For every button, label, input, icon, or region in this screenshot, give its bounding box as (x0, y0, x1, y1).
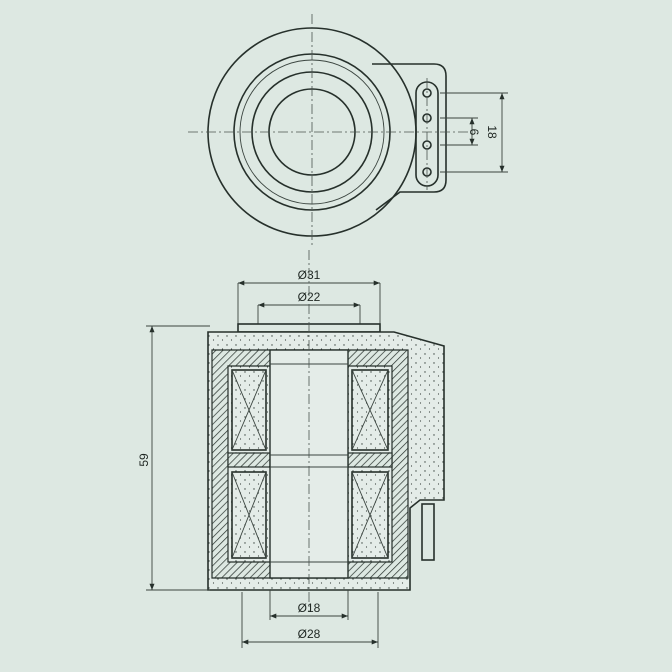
middle-web-left (227, 452, 271, 468)
section-view: Ø31 Ø22 (137, 250, 445, 648)
coil-winding-bottom-left (231, 471, 267, 559)
terminal-lead (421, 503, 435, 561)
dim-pin-span: 18 (485, 125, 499, 139)
dim-base-diameter: Ø28 (298, 627, 321, 641)
dim-flange-diameter: Ø22 (298, 290, 321, 304)
dim-pin-pitch: 6 (467, 129, 481, 136)
coil-winding-top-left (231, 369, 267, 451)
top-view: 6 18 (188, 14, 508, 248)
coil-winding-top-right (351, 369, 389, 451)
terminal-tab (372, 63, 447, 211)
dim-height: 59 (137, 453, 151, 467)
middle-web-right (347, 452, 393, 468)
dim-bore-diameter: Ø18 (298, 601, 321, 615)
coil-winding-bottom-right (351, 471, 389, 559)
